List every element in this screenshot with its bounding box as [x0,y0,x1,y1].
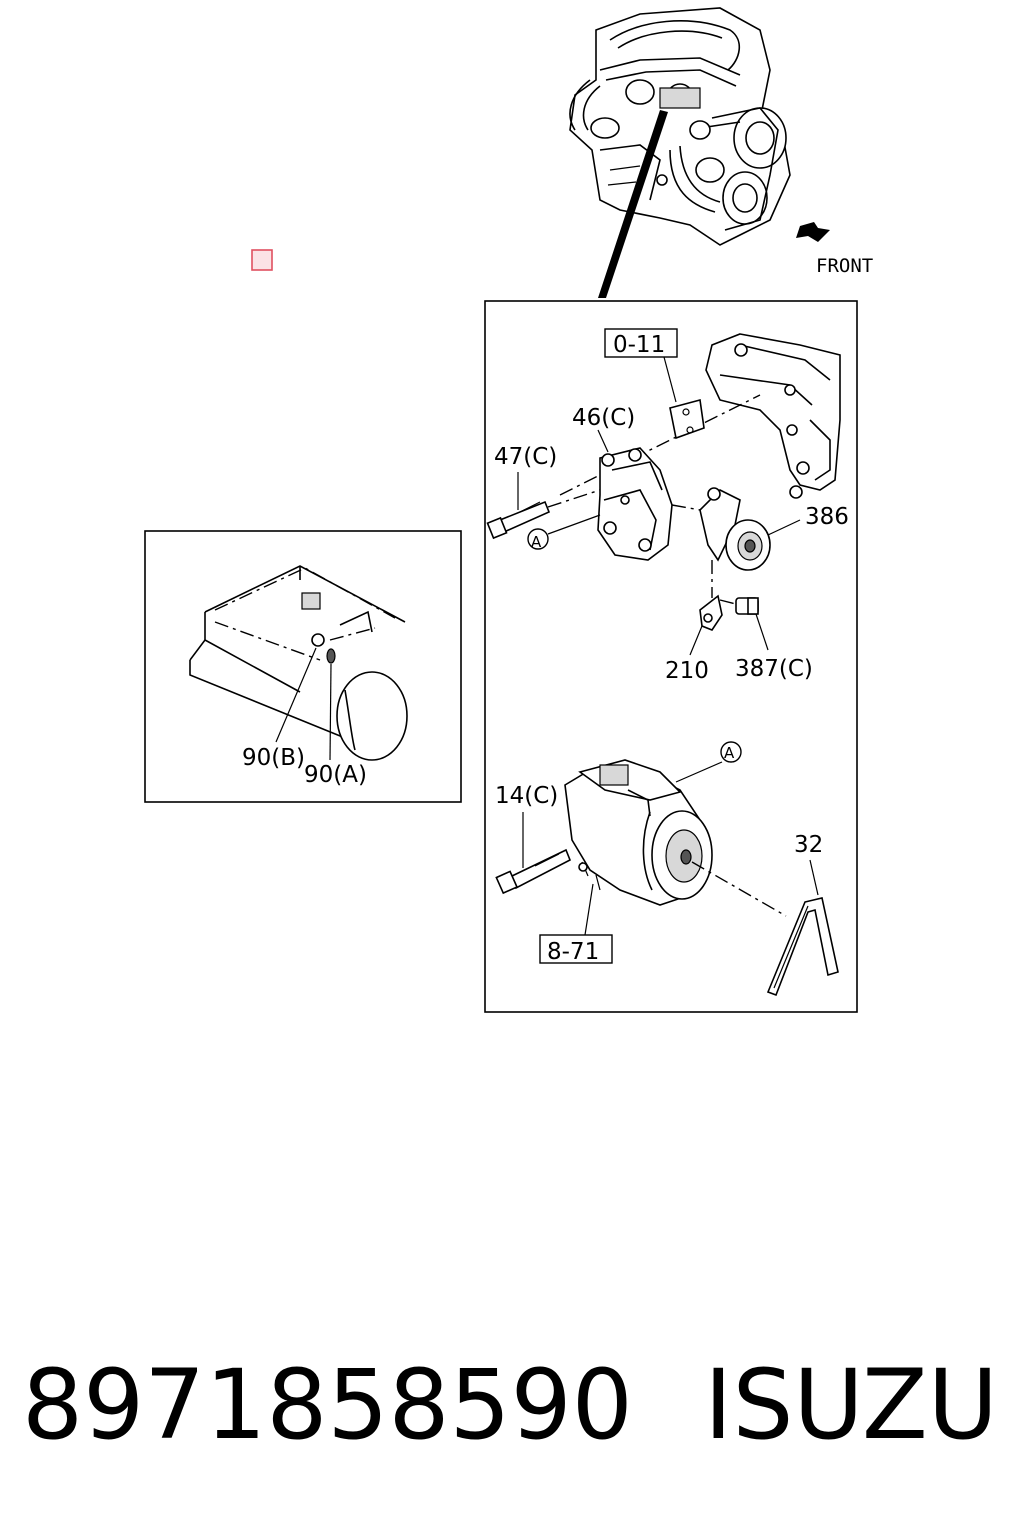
drive-belt-32 [766,897,839,997]
label-a-lower: A [724,744,735,762]
ref-box-8-71 [539,934,613,964]
bolt-detail-box [144,530,462,803]
adjuster-210 [699,594,723,631]
label-210: 210 [665,658,709,684]
circle-a-upper [527,528,549,550]
label-387c: 387(C) [735,656,813,682]
label-90b: 90(B) [242,745,305,771]
label-386: 386 [805,504,849,530]
label-47c: 47(C) [494,444,557,470]
circle-a-lower [720,741,742,763]
bolt-47c [486,500,551,540]
label-0-11: 0-11 [613,332,665,358]
label-32: 32 [794,832,823,858]
front-label: FRONT [816,255,873,277]
brand-name: ISUZU [704,1349,998,1461]
label-8-71: 8-71 [547,939,599,965]
idler-pulley-386 [699,487,771,571]
ref-box-0-11 [604,328,678,358]
bolt-14c [495,848,572,895]
highlight-marker [251,249,273,271]
bracket-detail-box [484,300,858,1013]
label-46c: 46(C) [572,405,635,431]
compressor [564,759,713,906]
label-90a: 90(A) [304,762,367,788]
label-a-upper: A [531,533,542,551]
label-14c: 14(C) [495,783,558,809]
engine-overview [569,7,791,298]
part-number: 8971858590 [22,1349,633,1461]
front-arrow [796,222,830,242]
bolt-387c [735,597,759,615]
